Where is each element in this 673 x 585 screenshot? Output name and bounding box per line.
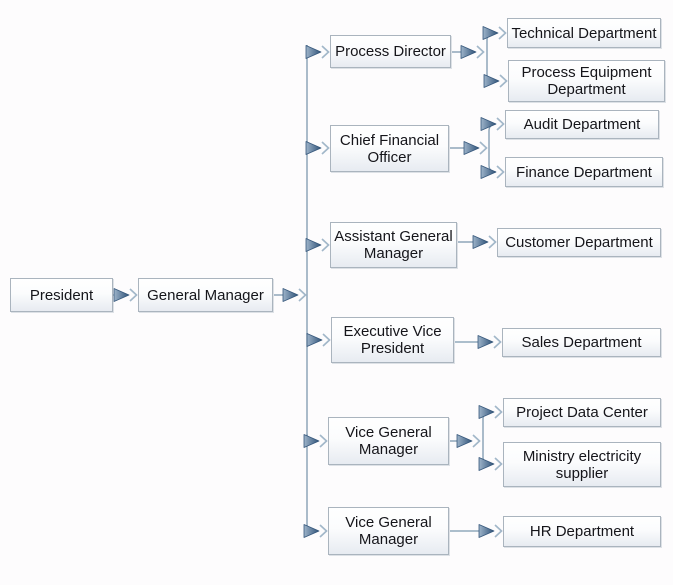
node-label: Assistant General Manager [334, 228, 453, 262]
node-label: Chief Financial Officer [339, 131, 440, 166]
node-label: Project Data Center [516, 404, 648, 421]
node-ministry-electricity-supplier[interactable]: Ministry electricity supplier [503, 442, 661, 487]
node-label: Vice General Manager [345, 424, 432, 458]
node-assistant-general-manager[interactable]: Assistant General Manager [330, 222, 457, 268]
node-label: Process Director [335, 43, 446, 60]
node-hr-department[interactable]: HR Department [503, 516, 661, 547]
node-label: Audit Department [523, 116, 641, 133]
node-label: General Manager [147, 286, 264, 304]
node-sales-department[interactable]: Sales Department [502, 328, 661, 357]
node-label: Sales Department [521, 334, 642, 351]
node-executive-vice-president[interactable]: Executive Vice President [331, 317, 454, 363]
node-label: Process Equipment Department [521, 64, 652, 98]
node-technical-department[interactable]: Technical Department [507, 18, 661, 48]
node-label: HR Department [529, 523, 635, 540]
node-customer-department[interactable]: Customer Department [497, 228, 661, 257]
node-general-manager[interactable]: General Manager [138, 278, 273, 312]
node-president[interactable]: President [10, 278, 113, 312]
node-label: Vice General Manager [345, 514, 432, 548]
node-label: Ministry electricity supplier [522, 447, 642, 482]
node-label: Finance Department [516, 163, 652, 181]
node-label: Executive Vice President [343, 323, 442, 357]
node-finance-department[interactable]: Finance Department [505, 157, 663, 187]
node-process-director[interactable]: Process Director [330, 35, 451, 68]
node-audit-department[interactable]: Audit Department [505, 110, 659, 139]
node-label: Technical Department [511, 24, 657, 42]
node-chief-financial-officer[interactable]: Chief Financial Officer [330, 125, 449, 172]
node-label: Customer Department [505, 234, 653, 251]
node-vice-general-manager-2[interactable]: Vice General Manager [328, 507, 449, 555]
node-vice-general-manager-1[interactable]: Vice General Manager [328, 417, 449, 465]
node-label: President [29, 286, 94, 304]
node-process-equipment-department[interactable]: Process Equipment Department [508, 60, 665, 102]
node-project-data-center[interactable]: Project Data Center [503, 398, 661, 427]
